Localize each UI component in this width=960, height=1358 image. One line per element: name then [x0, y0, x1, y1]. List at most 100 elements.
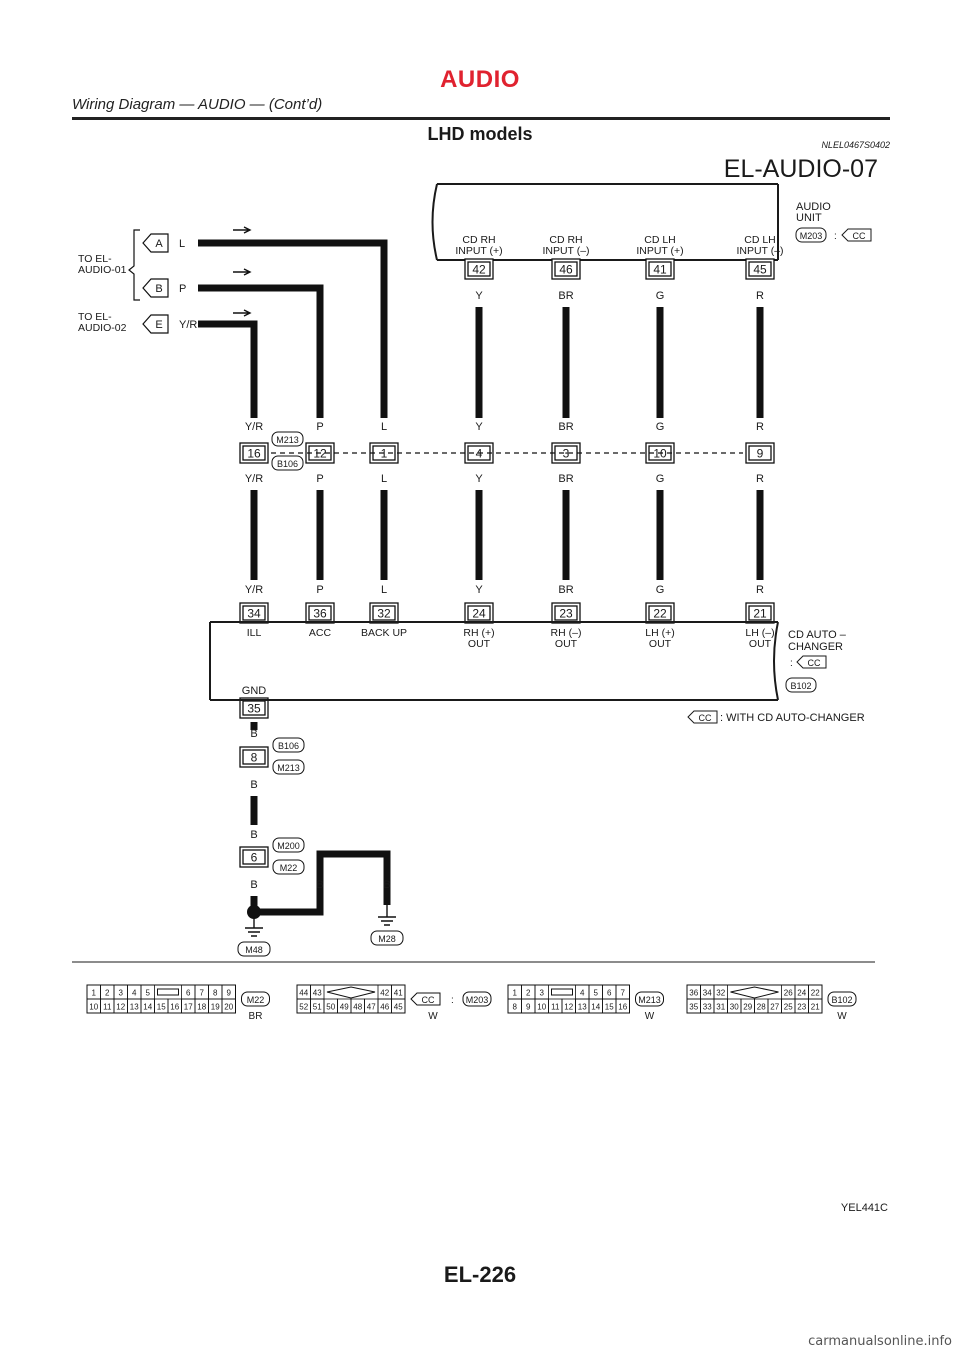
- ground-m28-label: M28: [378, 934, 396, 944]
- connector-pin-number: 28: [757, 1003, 766, 1012]
- changer-pin-label: 21: [753, 607, 767, 621]
- connector-view-name-label: M203: [466, 995, 489, 1005]
- legend-cond: CC: [699, 713, 712, 723]
- text-line: ACC: [309, 627, 332, 639]
- wire-color-label: R: [756, 421, 764, 433]
- wire-color-label: B: [250, 779, 257, 791]
- watermark: carmanualsonline.info: [808, 1334, 952, 1349]
- inline-pin-label: 6: [251, 851, 258, 865]
- changer-pin-label: LH (+)OUT: [645, 627, 674, 650]
- wire-L: [198, 239, 388, 418]
- connector-view-name: [827, 991, 857, 1007]
- inline-connector-upper: [272, 737, 305, 753]
- connector-pin-number: 17: [184, 1003, 193, 1012]
- connector-pin-number: 52: [299, 1003, 308, 1012]
- text-line: LH (+): [645, 627, 674, 639]
- connector-pin-number: 25: [784, 1003, 793, 1012]
- connector-pin-number: 2: [526, 989, 531, 998]
- text-line: CD RH: [462, 234, 495, 246]
- ground-symbol: [378, 905, 396, 926]
- changer-connector: B102: [785, 677, 817, 693]
- connector-pin-number: 16: [618, 1003, 627, 1012]
- wire-color-label: Y: [475, 584, 483, 596]
- connector-pin-number: 15: [157, 1003, 166, 1012]
- connector-pin-number: 31: [716, 1003, 725, 1012]
- connector-pin-number: 14: [143, 1003, 152, 1012]
- connector-pin-number: 9: [227, 989, 232, 998]
- connector-pin-number: 6: [607, 989, 612, 998]
- text-line: AUDIO-02: [78, 322, 127, 334]
- changer-pin-label: BACK UP: [361, 627, 407, 639]
- text-line: CD RH: [549, 234, 582, 246]
- changer-cond: : CC: [790, 655, 827, 669]
- connector-pin-number: 8: [213, 989, 218, 998]
- connector-cell: [713, 984, 728, 1000]
- wire-color-label: B: [250, 879, 257, 891]
- svg-text::: :: [790, 658, 793, 669]
- joint-connector-upper-label: M213: [276, 435, 299, 445]
- wire-color-label: BR: [558, 584, 573, 596]
- connector-pin-number: 19: [211, 1003, 220, 1012]
- text-line: INPUT (–): [542, 245, 589, 257]
- section-title: LHD models: [427, 124, 533, 144]
- ground-m28: [370, 930, 404, 946]
- connector-pin-number: 47: [367, 1003, 376, 1012]
- connector-cell: [221, 984, 236, 1000]
- figure-code: YEL441C: [840, 1202, 888, 1214]
- wire-color-label: R: [756, 290, 764, 302]
- text-line: CD LH: [644, 234, 676, 246]
- text-line: INPUT (+): [636, 245, 683, 257]
- connector-pin-number: 49: [340, 1003, 349, 1012]
- wire-color-label: BR: [558, 421, 573, 433]
- page-number: EL-226: [443, 1262, 517, 1287]
- inline-connector-upper-label: B106: [278, 741, 299, 751]
- changer-pin: [648, 605, 672, 621]
- changer-pin: [467, 605, 491, 621]
- connector-pin-number: 5: [146, 989, 151, 998]
- wire-color-label: B: [250, 728, 257, 740]
- wire-color-label: B: [383, 879, 390, 891]
- connector-pin-number: 32: [716, 989, 725, 998]
- connector-pin-number: 29: [743, 1003, 752, 1012]
- connector-pin-number: 13: [578, 1003, 587, 1012]
- connector-pin-number: 41: [394, 989, 403, 998]
- text-line: OUT: [468, 638, 491, 650]
- changer-pin-label: 36: [313, 607, 327, 621]
- wire-color-label: P: [316, 473, 323, 485]
- connector-pin-number: 12: [116, 1003, 125, 1012]
- connector-pin-number: 10: [89, 1003, 98, 1012]
- inline-pin-label: 8: [251, 751, 258, 765]
- changer-pin: [308, 605, 332, 621]
- connector-pin-number: 34: [703, 989, 712, 998]
- inline-pin: [242, 849, 266, 865]
- connector-pin-number: 4: [132, 989, 137, 998]
- connector-pin-number: 50: [326, 1003, 335, 1012]
- joint-pin-label: 16: [247, 447, 261, 461]
- section-code: NLEL0467S0402: [821, 140, 890, 150]
- connector-pin-number: 3: [119, 989, 124, 998]
- changer-pin-label: 22: [653, 607, 667, 621]
- connector-cell: [140, 984, 155, 1000]
- audio-input-pin-label: 42: [472, 263, 486, 277]
- connector-pin-number: 7: [621, 989, 626, 998]
- wire-layer: [198, 239, 764, 916]
- connector-pin-number: 45: [394, 1003, 403, 1012]
- text-line: CD LH: [744, 234, 776, 246]
- connector-pin-number: 26: [784, 989, 793, 998]
- harness-ref-color: Y/R: [179, 319, 197, 331]
- connector-view-color: W: [428, 1011, 438, 1022]
- text-line: RH (–): [551, 627, 582, 639]
- wire-color-label: G: [656, 290, 665, 302]
- connector-cell: [310, 984, 325, 1000]
- connector-view-cond-label: CC: [422, 995, 435, 1005]
- connector-cell: [534, 984, 549, 1000]
- connector-cell: [615, 984, 630, 1000]
- wire-color-label: G: [656, 421, 665, 433]
- inline-connector-lower: [272, 759, 305, 775]
- connector-pin-number: 18: [197, 1003, 206, 1012]
- signal-arrow: [233, 268, 252, 276]
- splice-dot: [247, 905, 261, 919]
- joint-pin-label: 9: [757, 447, 764, 461]
